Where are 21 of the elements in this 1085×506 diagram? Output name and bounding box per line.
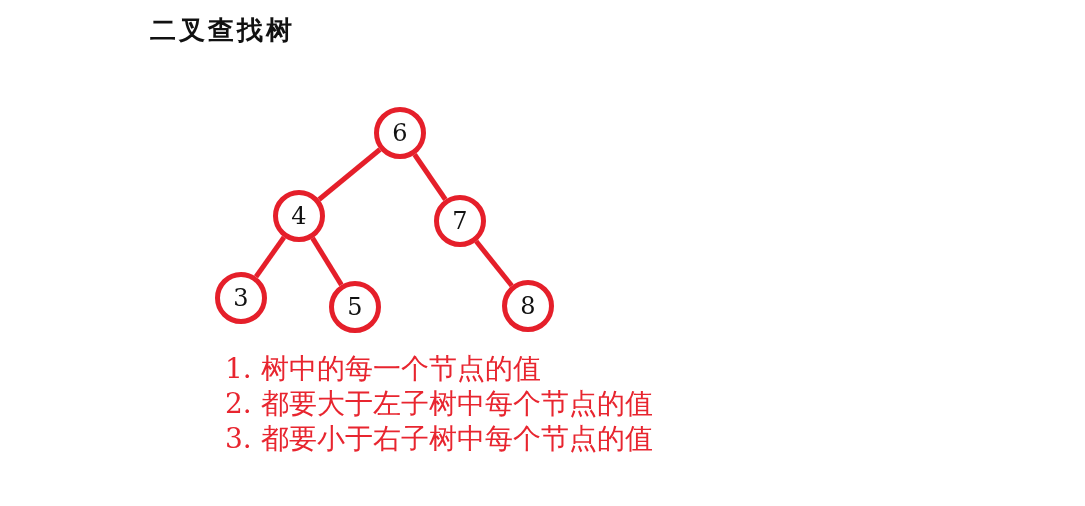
tree-edge: [253, 235, 287, 279]
node-value: 5: [347, 293, 363, 321]
node-value: 8: [520, 292, 536, 320]
rule-note: 3. 都要小于右子树中每个节点的值: [225, 422, 653, 456]
tree-edge: [412, 153, 448, 201]
node-value: 6: [392, 119, 408, 147]
tree-node-circle: [215, 272, 267, 324]
rule-note: 2. 都要大于左子树中每个节点的值: [225, 387, 653, 421]
tree-node-circle: [273, 190, 325, 242]
tree-node-circle: [502, 280, 554, 332]
tree-edge: [317, 147, 382, 202]
title: 二叉查找树: [150, 14, 295, 47]
tree-node-circle: [374, 107, 426, 159]
tree-node-circle: [434, 195, 486, 247]
tree-node-circle: [329, 281, 381, 333]
node-value: 3: [233, 284, 249, 312]
node-value: 7: [452, 207, 468, 235]
node-value: 4: [291, 202, 307, 230]
rule-note: 1. 树中的每一个节点的值: [225, 352, 541, 386]
tree-edge: [474, 239, 514, 288]
tree-edge: [310, 236, 344, 287]
